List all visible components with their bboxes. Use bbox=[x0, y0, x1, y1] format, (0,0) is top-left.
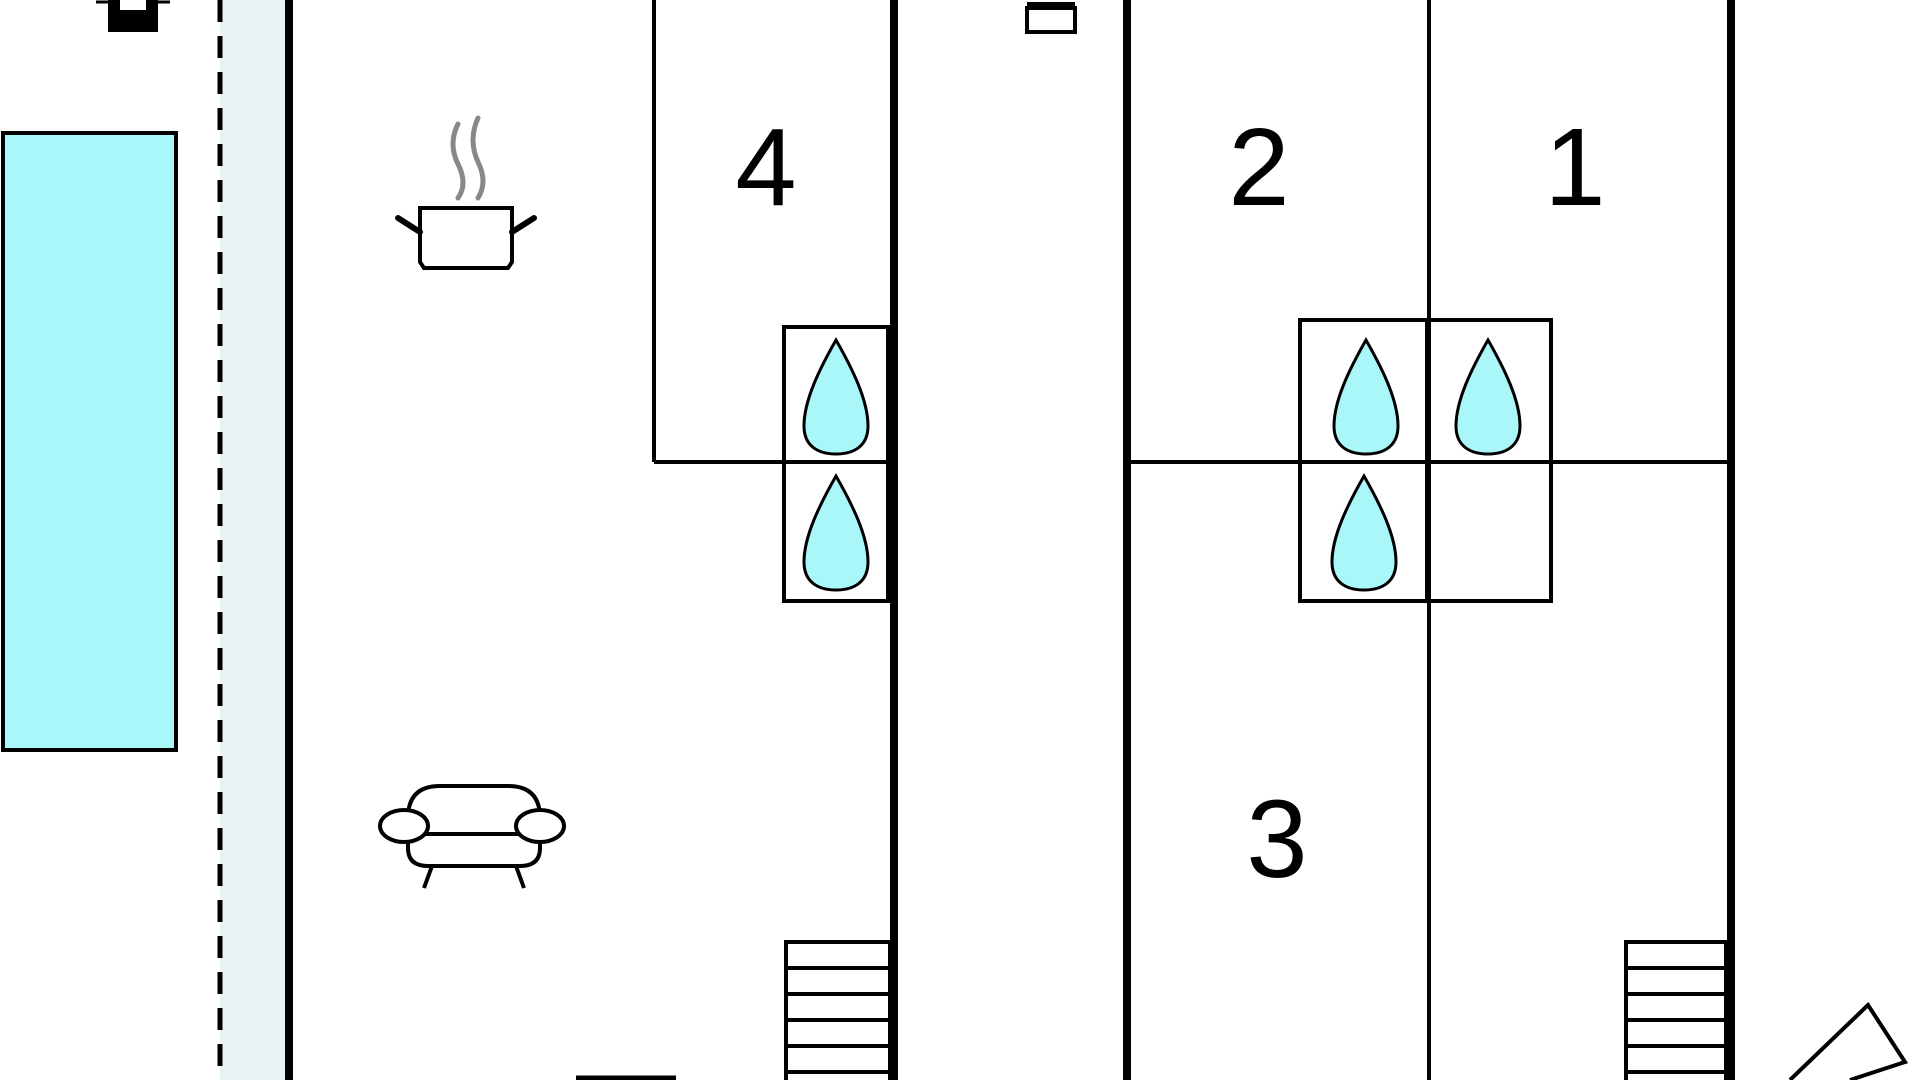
walls bbox=[285, 0, 1735, 1080]
compass-icon bbox=[1788, 1001, 1909, 1080]
pot-icon bbox=[395, 115, 537, 270]
room-number-4: 4 bbox=[735, 106, 796, 229]
room-number-1: 1 bbox=[1544, 106, 1605, 229]
appliance-icon bbox=[1025, 2, 1077, 34]
water-drop-icon bbox=[802, 336, 1522, 592]
pool bbox=[1, 131, 178, 752]
car-icon bbox=[96, 0, 170, 32]
sofa-icon bbox=[378, 784, 566, 889]
walkway bbox=[220, 0, 288, 1080]
stairs-icon bbox=[1624, 940, 1728, 1080]
room-number-3: 3 bbox=[1246, 778, 1307, 901]
stairs-icon bbox=[784, 940, 892, 1080]
room-number-2: 2 bbox=[1228, 106, 1289, 229]
